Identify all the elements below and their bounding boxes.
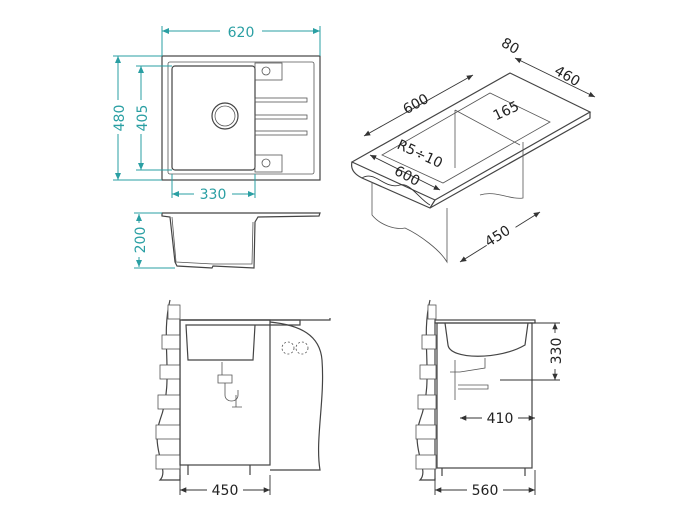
width-dimension: 620 [228,25,255,41]
bowl-depth-dimension: 405 [135,105,151,132]
cabinet-width-dimension: 450 [212,483,239,499]
bowl [171,65,256,171]
tap-hole-icon [261,66,271,76]
drain-icon [211,102,239,130]
brick-wall [415,304,437,470]
sink-outline [161,55,321,181]
depth-iso-dimension: 460 [551,63,582,90]
length-dimension: 600 [400,91,431,118]
brick-wall [155,304,181,470]
isometric-view: 600 80 460 165 R5÷10 600 450 [350,35,596,264]
side-height-dimension: 330 [549,338,565,365]
side-view: 200 [129,212,321,269]
tap-hole-icon [261,158,271,168]
front-cabinet-view: 450 [155,299,331,499]
side-cabinet-depth-dimension: 560 [472,483,499,499]
bowl-width-dimension: 330 [200,187,227,203]
side-cabinet-view: 330 410 560 [415,299,565,499]
depth-dimension: 480 [112,105,128,132]
drain-offset-dimension: 410 [487,411,514,427]
edge-dimension: 165 [491,98,522,124]
rear-margin-dimension: 80 [498,35,521,58]
top-view: 620 480 405 330 [108,22,321,203]
height-dimension: 200 [133,227,149,254]
